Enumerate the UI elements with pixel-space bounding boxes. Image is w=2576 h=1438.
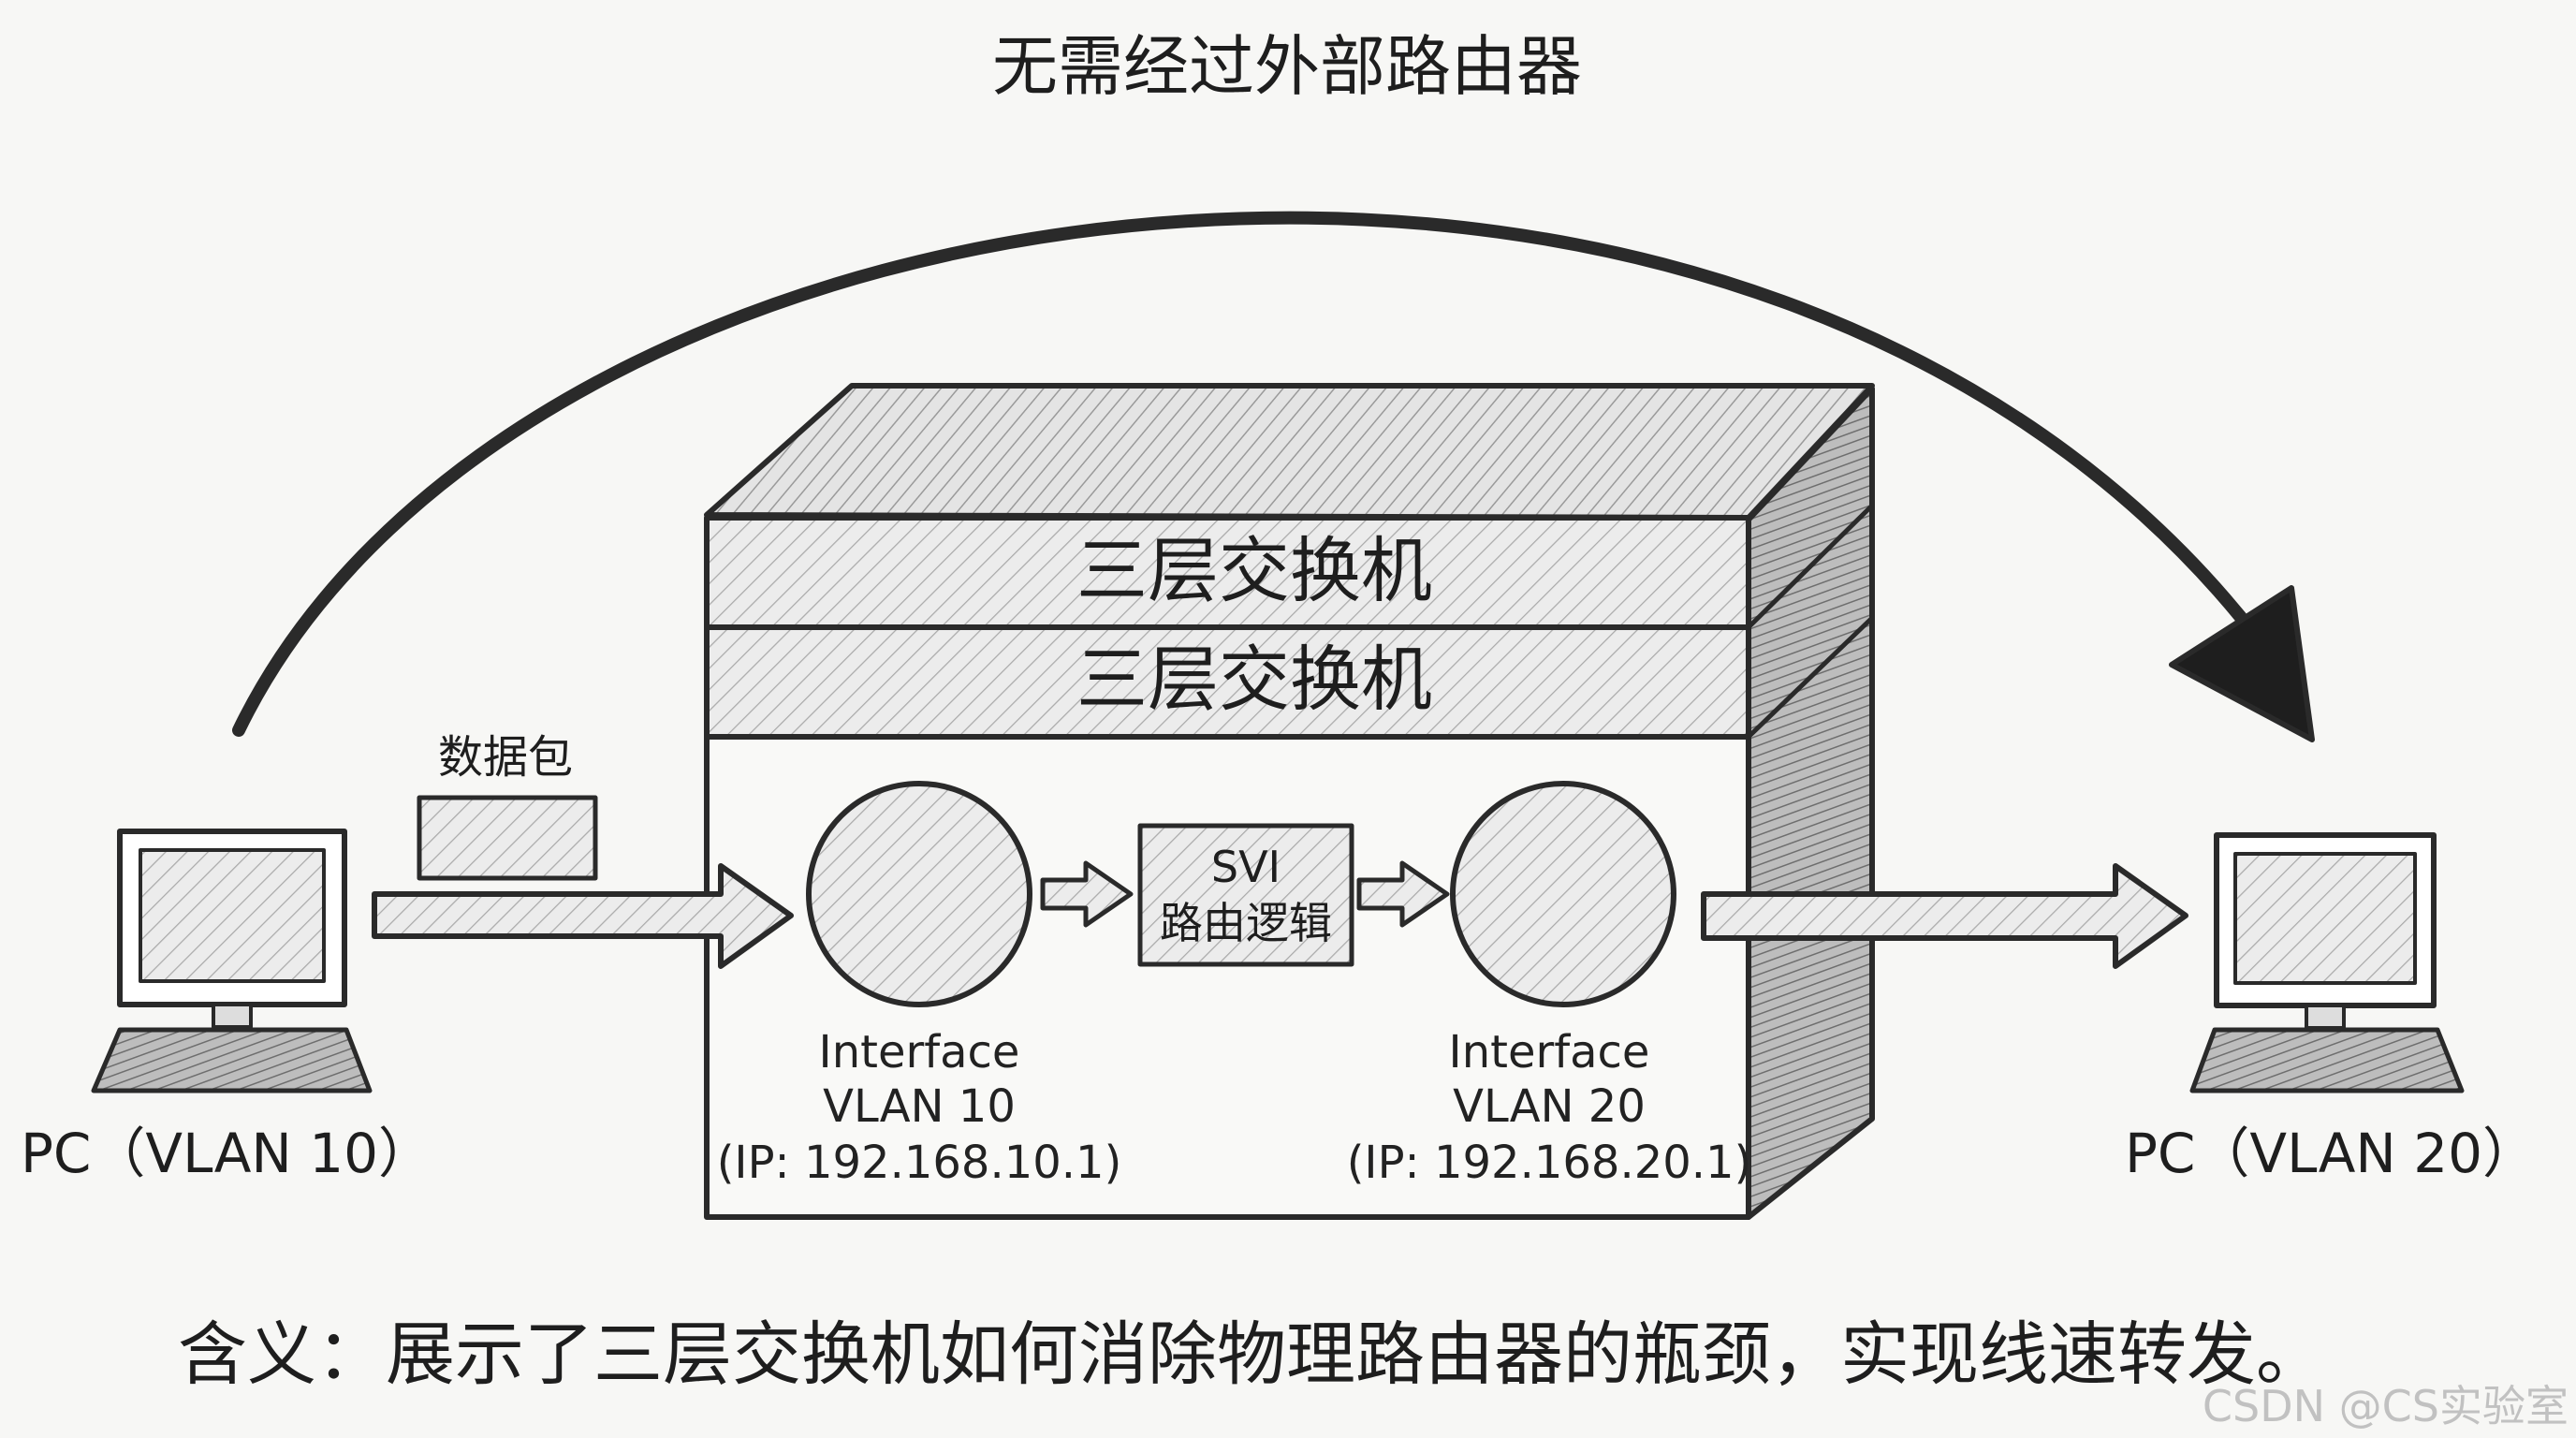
arrow-switch-to-pc xyxy=(1701,863,2188,969)
interface-vlan10-line2: VLAN 10 xyxy=(823,1080,1016,1133)
caption-text: 含义：展示了三层交换机如何消除物理路由器的瓶颈，实现线速转发。 xyxy=(178,1314,2325,1395)
watermark: CSDN @CS实验室 xyxy=(2202,1381,2569,1431)
pc-right-keyboard xyxy=(2189,1027,2465,1093)
switch-label-top: 三层交换机 xyxy=(1076,529,1432,612)
pc-left-keyboard xyxy=(91,1027,373,1093)
switch-top-face xyxy=(704,383,1875,521)
switch-side-divider-2 xyxy=(1746,615,1875,740)
interface-vlan20-circle xyxy=(1450,781,1676,1007)
bypass-arc-arrow xyxy=(232,211,2291,737)
switch-layer-top xyxy=(704,515,1751,630)
pc-right-icon xyxy=(2189,832,2465,1093)
packet-label: 数据包 xyxy=(438,731,573,784)
bypass-arc-arrow-head xyxy=(2169,585,2315,742)
arc-label: 无需经过外部路由器 xyxy=(992,28,1582,105)
arrow-interface-to-svi xyxy=(1040,860,1134,928)
interface-vlan20-ip: (IP: 192.168.20.1) xyxy=(1347,1137,1752,1189)
pc-right-label: PC（VLAN 20） xyxy=(2125,1122,2537,1185)
svi-label-line1: SVI xyxy=(1211,842,1281,892)
pc-left-screen xyxy=(139,848,326,983)
pc-right-screen xyxy=(2233,852,2417,985)
svi-label-line2: 路由逻辑 xyxy=(1160,898,1332,948)
switch-label-second: 三层交换机 xyxy=(1076,638,1432,721)
interface-vlan20-line1: Interface xyxy=(1449,1026,1650,1078)
pc-left-icon xyxy=(91,829,373,1093)
packet-box xyxy=(417,795,598,881)
interface-vlan20-line2: VLAN 20 xyxy=(1453,1080,1646,1133)
svi-box xyxy=(1137,823,1354,967)
interface-vlan10-ip: (IP: 192.168.10.1) xyxy=(717,1137,1122,1189)
pc-left-label: PC（VLAN 10） xyxy=(21,1122,432,1185)
arrow-svi-to-interface xyxy=(1356,860,1450,928)
interface-vlan10-circle xyxy=(806,781,1032,1007)
pc-left-stand xyxy=(212,1003,253,1029)
arrow-pc-to-switch xyxy=(372,863,794,969)
switch-layer-second xyxy=(704,624,1751,740)
pc-right-stand xyxy=(2305,1004,2346,1030)
switch-side-divider xyxy=(1746,503,1875,630)
interface-vlan10-line1: Interface xyxy=(819,1026,1020,1078)
switch-side-face xyxy=(1746,386,1875,1220)
